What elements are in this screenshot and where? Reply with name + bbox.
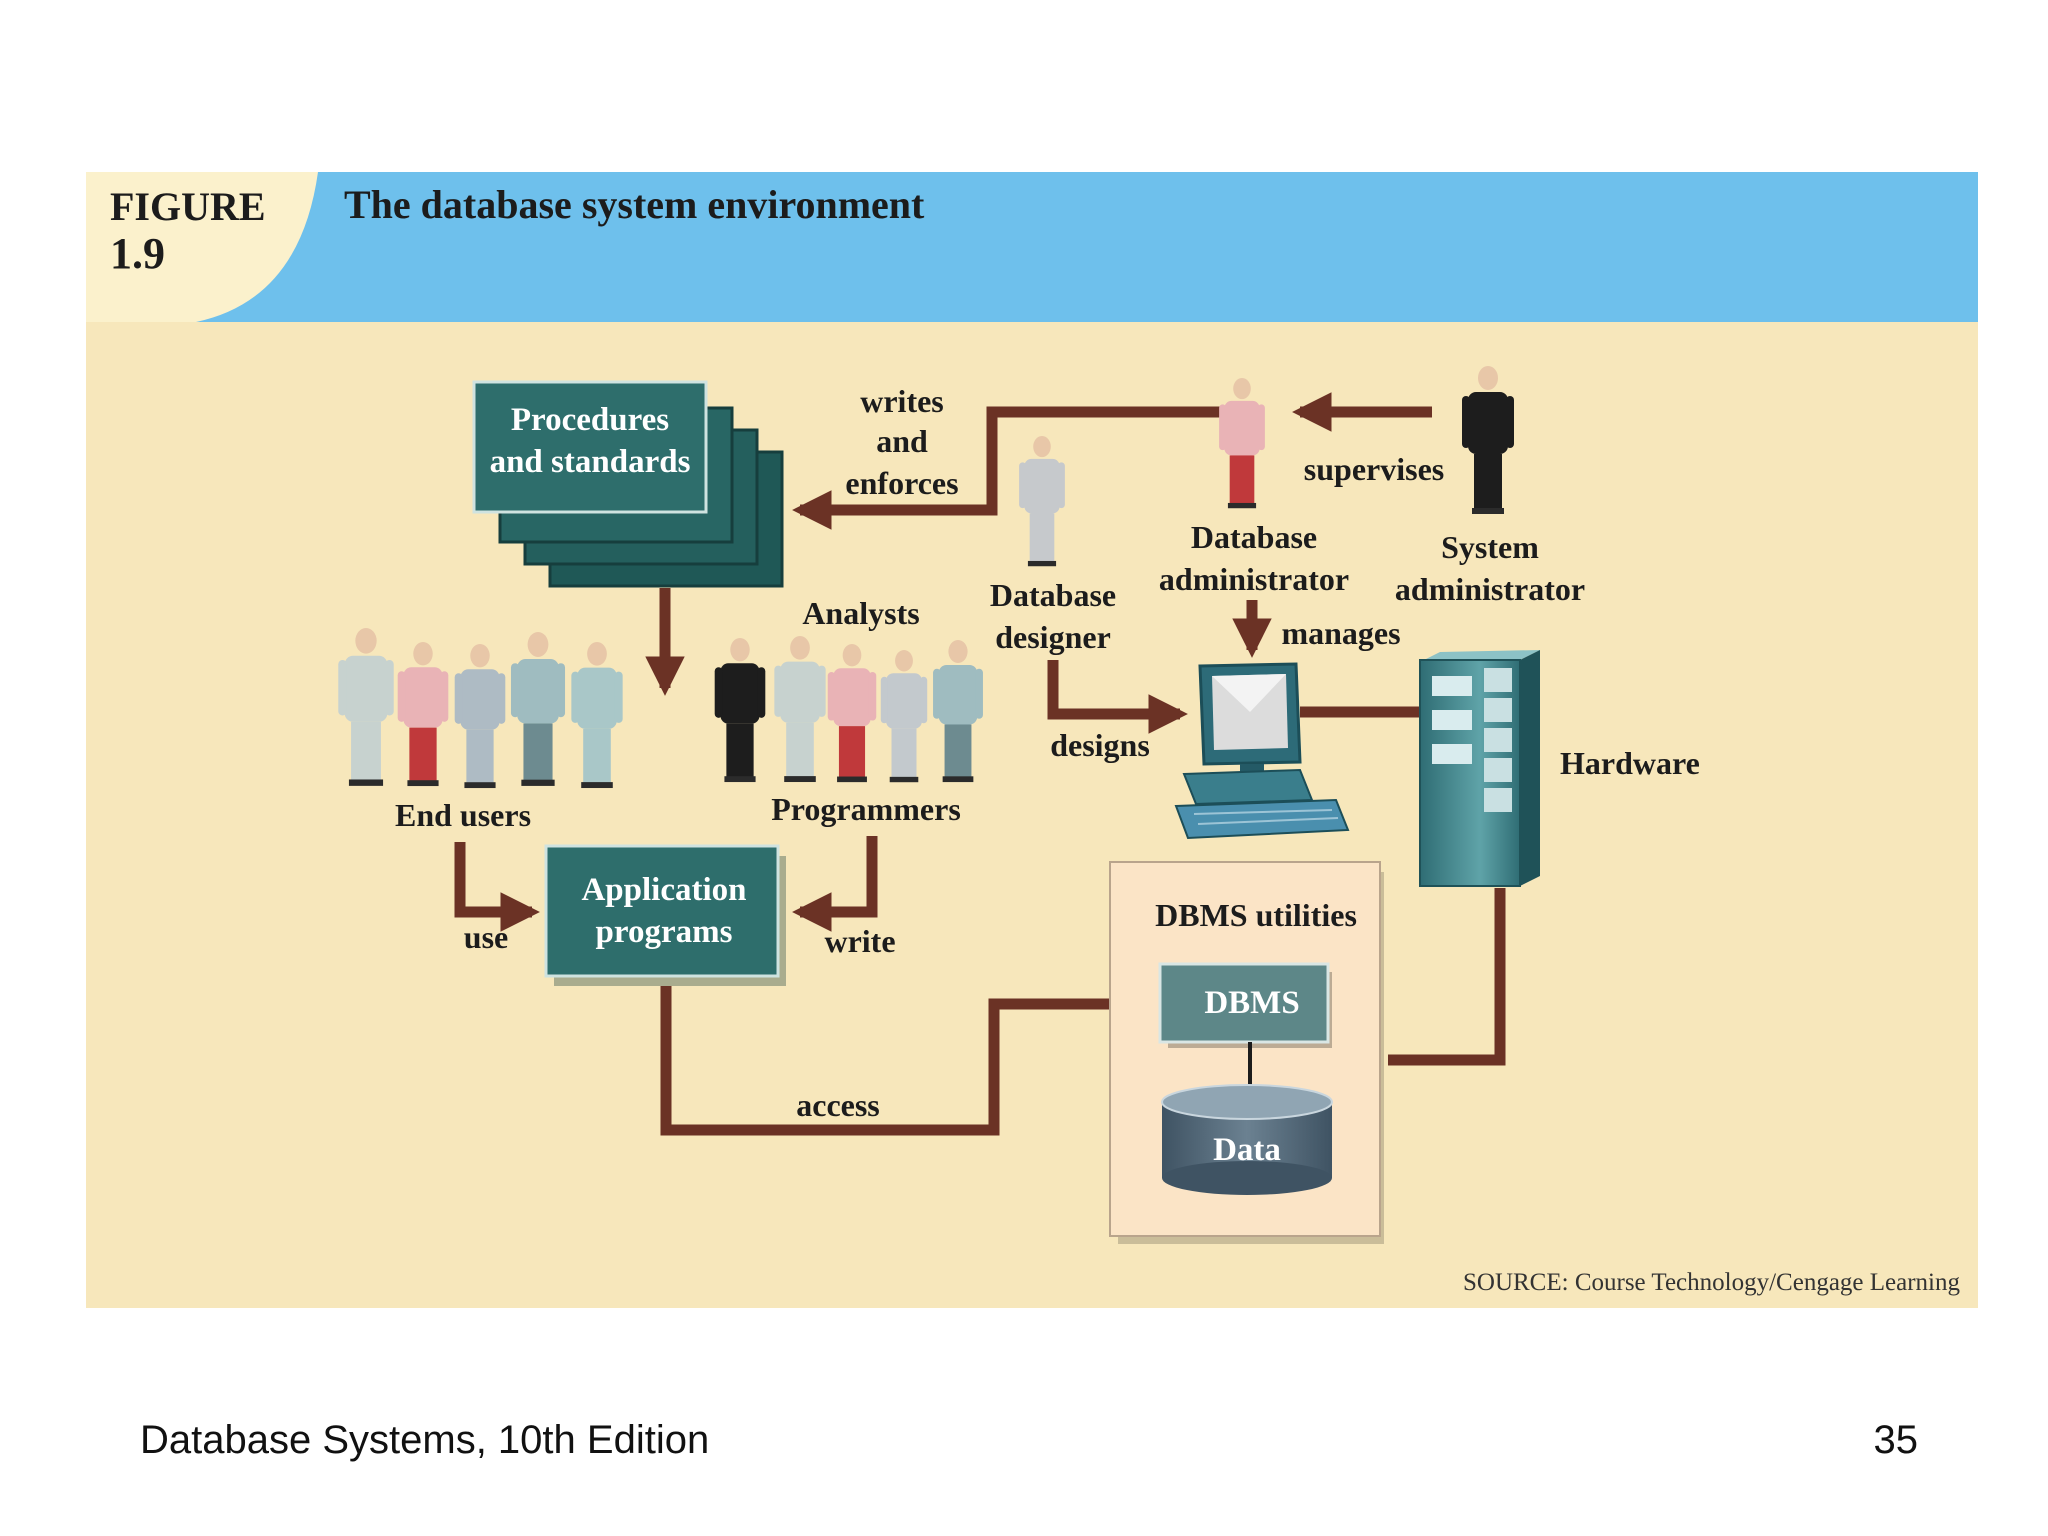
app-programs-line1: Application (581, 872, 746, 908)
footer-page-number: 35 (1873, 1418, 1919, 1462)
data-label: Data (1213, 1132, 1281, 1168)
app-programs-line2: programs (596, 914, 733, 950)
figure-label-line1: FIGURE (110, 184, 266, 229)
procedures-line2: and standards (490, 444, 691, 480)
application-programs-box (544, 844, 780, 978)
figure-background (86, 172, 1978, 1308)
and-label: and (876, 423, 928, 459)
writes-enforces-arrow (792, 406, 1230, 530)
programmers-label: Programmers (771, 791, 961, 827)
programmer-5 (933, 640, 983, 783)
connectors (454, 392, 1506, 1136)
dbms-utilities-node: DBMS utilities DBMS Data (1109, 861, 1384, 1244)
write-label: write (824, 923, 895, 959)
designs-label: designs (1050, 727, 1150, 763)
designs-arrow (1047, 660, 1188, 734)
system-administrator-figure (1462, 366, 1514, 514)
procedures-line1: Procedures (511, 402, 669, 438)
dbms-utilities-label: DBMS utilities (1155, 897, 1357, 933)
hardware-utilities-link (1388, 888, 1506, 1066)
end-user-2 (397, 642, 449, 787)
application-programs-node: Application programs (544, 844, 786, 986)
dbms-box (1158, 962, 1330, 1044)
database-administrator-figure (1219, 378, 1265, 509)
figure-banner (86, 172, 1978, 322)
figure-label-line2: 1.9 (110, 229, 165, 278)
db-admin-line2: administrator (1159, 561, 1349, 597)
enforces-label: enforces (845, 465, 958, 501)
sys-admin-line1: System (1441, 529, 1539, 565)
analysts-label: Analysts (802, 595, 919, 631)
dbms-utilities-panel (1109, 861, 1381, 1237)
use-label: use (464, 919, 508, 955)
use-arrow (454, 842, 540, 932)
programmer-3 (827, 644, 877, 783)
programmer-4 (880, 650, 928, 783)
supervises-label: supervises (1304, 451, 1444, 487)
writes-label: writes (860, 383, 944, 419)
manages-label: manages (1281, 615, 1400, 651)
hardware-icon (1419, 650, 1540, 887)
people-layer (338, 366, 1514, 789)
data-cylinder (1161, 1084, 1333, 1195)
end-user-5 (571, 642, 623, 789)
sys-admin-line2: administrator (1395, 571, 1585, 607)
dbms-label: DBMS (1204, 985, 1299, 1021)
database-designer-figure (1019, 436, 1065, 567)
computer-icon (1174, 662, 1350, 840)
hardware-label: Hardware (1560, 745, 1700, 781)
end-user-4 (510, 632, 566, 786)
db-designer-line1: Database (990, 577, 1116, 613)
procedures-box (472, 380, 708, 514)
write-arrow (792, 836, 878, 932)
figure-label-tab (86, 172, 318, 322)
procedures-stack: Procedures and standards (472, 380, 784, 588)
source-credit: SOURCE: Course Technology/Cengage Learni… (1463, 1269, 1961, 1296)
programmer-1 (714, 638, 766, 783)
programmer-2 (774, 636, 826, 783)
db-admin-line1: Database (1191, 519, 1317, 555)
figure-title: The database system environment (344, 182, 925, 227)
footer-book-title: Database Systems, 10th Edition (140, 1418, 710, 1462)
end-user-3 (454, 644, 506, 789)
db-designer-line2: designer (995, 619, 1111, 655)
access-arrow (660, 984, 1156, 1136)
end-user-1 (338, 628, 394, 786)
access-label: access (796, 1087, 880, 1123)
end-users-label: End users (395, 797, 531, 833)
